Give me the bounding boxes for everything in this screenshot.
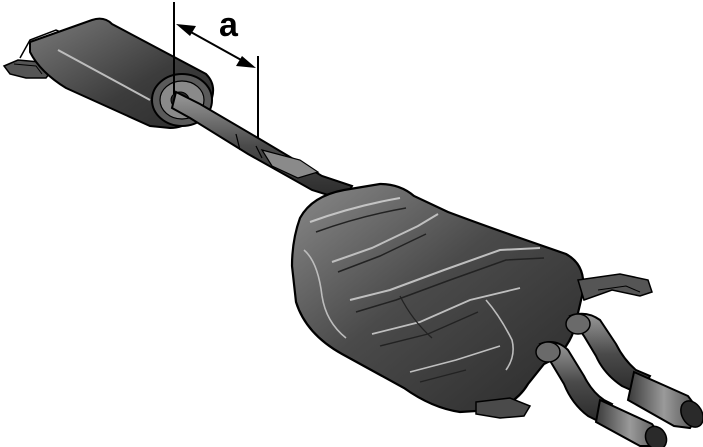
dimension-label: a: [219, 6, 239, 44]
rear-bracket: [577, 273, 653, 301]
rear-muffler: [290, 182, 585, 419]
connecting-pipe: [170, 90, 354, 202]
tail-pipes: [535, 312, 652, 424]
dimension-marker: a: [173, 2, 259, 138]
tail-pipe-tips: [594, 370, 703, 447]
